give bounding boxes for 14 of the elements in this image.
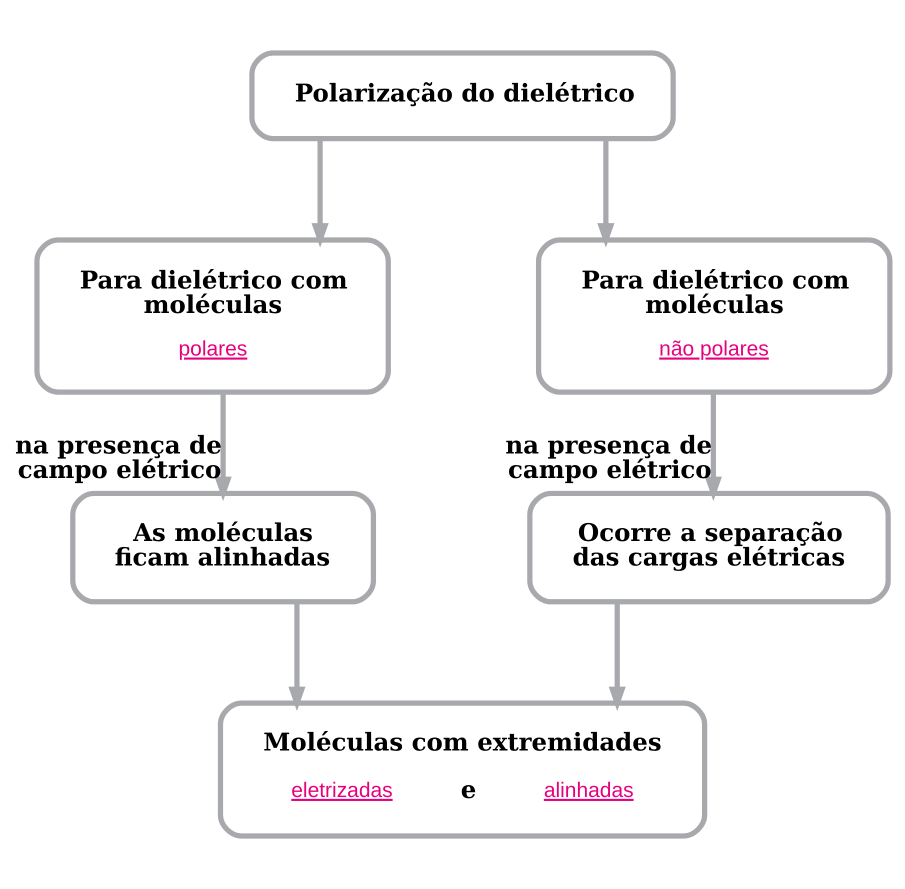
arrow [312, 138, 329, 248]
edge-label: na presença de campo elétrico [505, 430, 712, 484]
arrow [214, 392, 232, 502]
node-box: Ocorre a separação das cargas elétricas [527, 490, 891, 604]
node-box: Para dielétrico com moléculas não polares [536, 237, 893, 395]
node-box: Polarização do dielétrico [249, 50, 676, 142]
arrow [597, 138, 614, 248]
arrow [704, 392, 722, 502]
edge-label: na presença de campo elétrico [15, 430, 222, 484]
node-box: Moléculas com extremidades eletrizadas e alinhadas [218, 700, 708, 839]
arrow [608, 602, 626, 712]
node-box: Para dielétrico com moléculas polares [34, 237, 391, 395]
arrow [288, 602, 306, 712]
node-box: As moléculas ficam alinhadas [70, 490, 376, 604]
